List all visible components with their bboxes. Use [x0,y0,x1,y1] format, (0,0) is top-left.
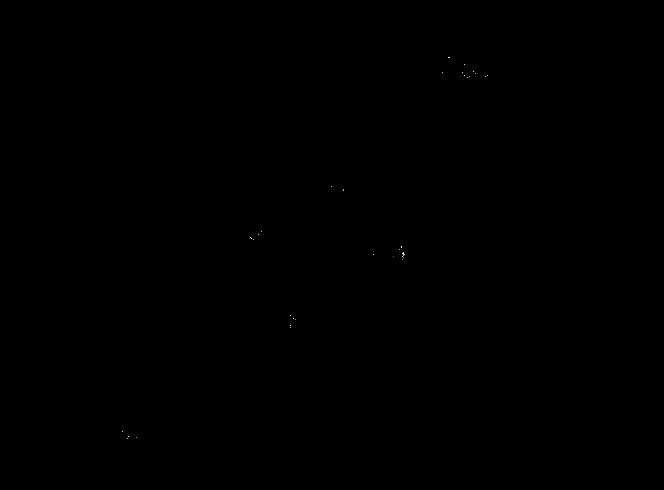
star-blue-nebula [403,254,405,255]
star-blue-nebula [393,256,394,257]
star-blue-nebula [403,253,404,254]
star-blue-nebula [402,259,403,260]
star-blue-nebula [401,246,402,247]
star-cluster-top [464,64,465,65]
star-cluster-mid-left [250,237,251,238]
star-cluster-top [464,75,465,76]
star-cluster-top [448,57,450,58]
star-cluster-top [467,77,468,78]
star-cluster-top [442,72,443,73]
star-cluster-top [462,72,463,73]
star-pair-mid [343,189,344,191]
star-cluster-bottom-left [128,436,129,437]
star-cluster-bottom-left [127,438,128,439]
star-blue-nebula [402,253,403,254]
star-cluster-mid-left [261,231,262,232]
star-pair-mid [331,186,332,187]
star-lone-star [373,254,374,255]
star-column-lower-left [290,327,291,328]
star-cluster-mid-left [251,238,252,239]
star-cluster-top [473,71,474,72]
star-blue-nebula [403,255,404,256]
star-blue-nebula [402,256,403,257]
star-cluster-mid-left [253,239,254,240]
star-cluster-bottom-left [122,431,123,432]
star-cluster-bottom-left [136,437,137,438]
star-column-lower-left [290,315,291,316]
star-blue-nebula [403,252,404,253]
star-blue-nebula [403,257,404,258]
star-column-lower-left [295,319,296,320]
star-cluster-top [487,75,488,76]
star-cluster-mid-left [258,234,259,235]
star-blue-nebula [401,247,402,248]
star-blue-nebula [399,249,400,250]
star-column-lower-left [290,325,291,326]
star-cluster-top [469,76,470,77]
star-column-lower-left [293,318,294,319]
star-cluster-top [485,76,486,77]
star-cluster-top [475,73,476,74]
